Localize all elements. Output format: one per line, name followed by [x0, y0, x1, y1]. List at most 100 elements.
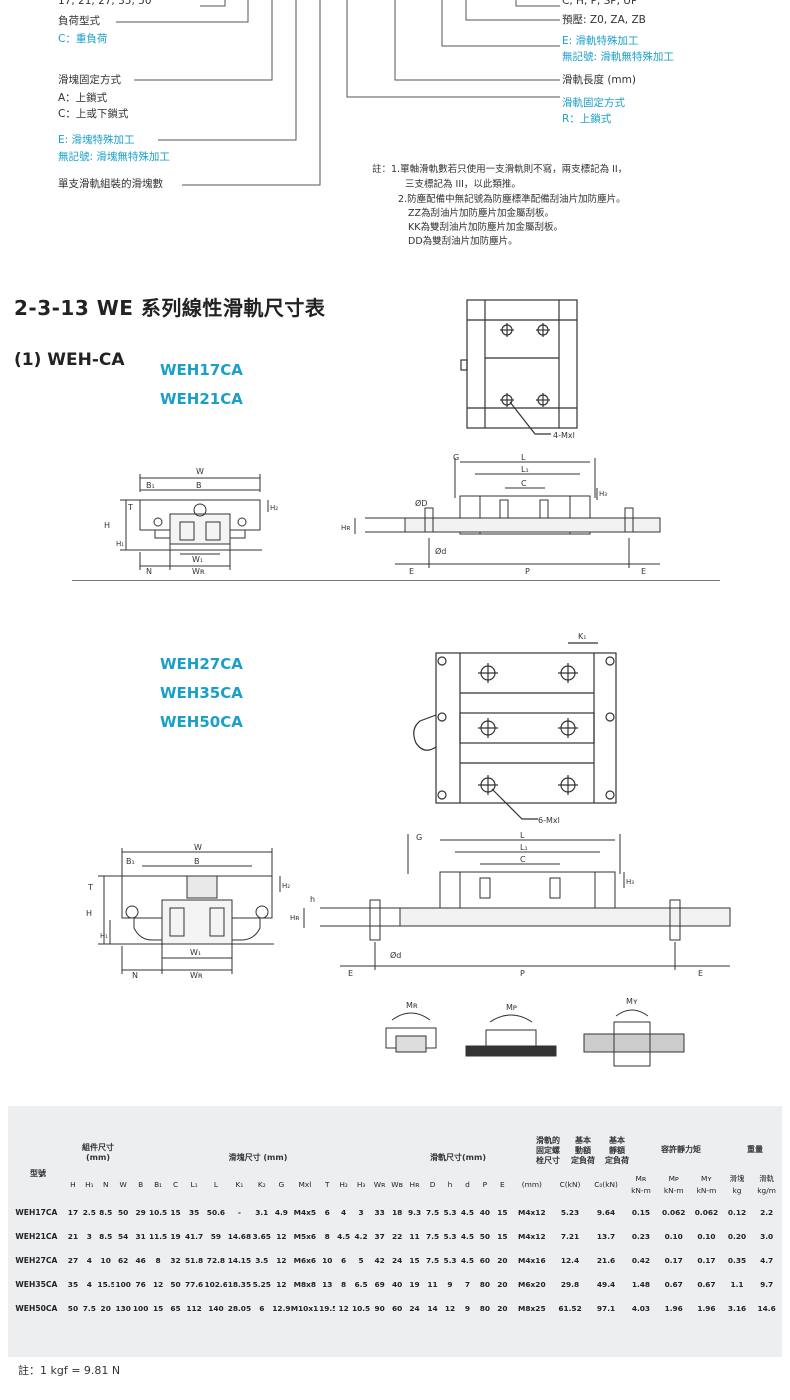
- table-cell: 21: [67, 1231, 79, 1241]
- note-line-5: KK為雙刮油片加防塵片加金屬刮板。: [408, 222, 563, 233]
- table-cell: 130: [115, 1303, 131, 1313]
- table-cell: 2.2: [760, 1207, 774, 1217]
- table-cell: 80: [479, 1303, 491, 1313]
- table-header-cell: d: [465, 1180, 470, 1189]
- table-cell: 140: [208, 1303, 224, 1313]
- label-d: Ød: [435, 546, 446, 556]
- table-cell: 1.96: [664, 1303, 683, 1313]
- legend-rail-length: 滑軌長度 (mm): [562, 74, 636, 86]
- table-cell: M6x20: [518, 1279, 546, 1289]
- model-weh27ca: WEH27CA: [160, 655, 243, 673]
- table-cell: 112: [186, 1303, 202, 1313]
- table-cell: 7.5: [82, 1303, 96, 1313]
- table-cell: 15: [409, 1255, 420, 1265]
- table-cell: 40: [391, 1279, 403, 1289]
- label-k1: K₁: [578, 632, 586, 641]
- label-n: N: [146, 567, 152, 576]
- table-cell: 35: [67, 1279, 79, 1289]
- drawing-a-top-view: 4-Mxl: [460, 299, 578, 440]
- table-header-cell: Wʙ: [391, 1180, 403, 1189]
- table-cell: 4.5: [460, 1207, 474, 1217]
- table-cell: 3.65: [252, 1231, 271, 1241]
- table-cell: M6x6: [293, 1255, 317, 1265]
- note-line-2: 三支標記為 III，以此類推。: [405, 179, 521, 190]
- group-dynamic: 基本 動額 定負荷: [571, 1136, 595, 1165]
- group-weight: 重量: [747, 1145, 763, 1154]
- table-header-cell: N: [102, 1180, 109, 1189]
- model-weh35ca: WEH35CA: [160, 684, 243, 702]
- table-cell: M4x12: [518, 1207, 546, 1217]
- table-cell: 62: [118, 1255, 129, 1265]
- note-line-1: 註：1.單軸滑軌數若只使用一支滑軌則不寫，兩支標記為 II，: [372, 164, 628, 175]
- table-cell: 9.7: [760, 1279, 774, 1289]
- table-cell: 3: [86, 1231, 92, 1241]
- table-cell: 0.20: [727, 1231, 747, 1241]
- table-cell: 12: [276, 1255, 287, 1265]
- table-cell: 33: [374, 1207, 385, 1217]
- table-cell: 46: [135, 1255, 146, 1265]
- legend-block-a: A：上鎖式: [58, 92, 108, 104]
- table-cell: 11.5: [148, 1231, 168, 1241]
- table-cell: 77.6: [184, 1279, 204, 1289]
- legend-precision: C, H, P, SP, UP: [562, 0, 638, 7]
- table-cell: 7.5: [426, 1231, 440, 1241]
- group-rail: 滑軌尺寸(mm): [430, 1153, 486, 1162]
- table-cell: 31: [135, 1231, 146, 1241]
- table-cell: 10: [322, 1255, 333, 1265]
- table-cell: 15: [170, 1207, 181, 1217]
- table-cell: 5.3: [443, 1231, 457, 1241]
- table-cell: 37: [374, 1231, 385, 1241]
- table-cell: 15.5: [97, 1279, 114, 1289]
- table-cell: 6: [324, 1207, 330, 1217]
- table-header-cell: (mm): [521, 1180, 542, 1189]
- table-cell: 21.6: [596, 1255, 616, 1265]
- label-l1: L₁: [521, 465, 529, 474]
- table-cell: 28.05: [227, 1303, 252, 1313]
- model-weh17ca: WEH17CA: [160, 361, 243, 379]
- legend-block-mount: 滑塊固定方式: [58, 74, 121, 86]
- table-cell: 14.15: [227, 1255, 252, 1265]
- table-cell: 0.062: [662, 1207, 686, 1217]
- table-cell: 27: [67, 1255, 79, 1265]
- table-cell: 11: [427, 1279, 438, 1289]
- table-header-cell: C: [172, 1180, 179, 1189]
- legend-rail-none: 無記號: 滑軌無特殊加工: [562, 51, 674, 63]
- divider: [72, 580, 720, 581]
- table-cell: 19: [409, 1279, 420, 1289]
- table-header-cell: h: [447, 1180, 453, 1189]
- table-cell: M5x6: [293, 1231, 317, 1241]
- table-cell: 1.48: [631, 1279, 651, 1289]
- table-cell: 0.12: [727, 1207, 747, 1217]
- table-cell: 54: [118, 1231, 129, 1241]
- table-cell: 14: [427, 1303, 438, 1313]
- table-header-cell: K₁: [235, 1180, 244, 1189]
- table-cell: 0.17: [697, 1255, 716, 1265]
- table-cell: 0.17: [664, 1255, 683, 1265]
- legend-block-count: 單支滑軌組裝的滑塊數: [58, 178, 163, 190]
- table-cell: 29: [135, 1207, 146, 1217]
- drawing-b-top-view: K₁ 6-Mxl: [413, 632, 617, 825]
- table-cell: 20: [497, 1279, 508, 1289]
- table-cell: 5: [358, 1255, 364, 1265]
- table-cell: 8.5: [99, 1207, 113, 1217]
- table-cell: 8.5: [99, 1231, 113, 1241]
- label-mr: Mʀ: [406, 1001, 418, 1010]
- table-header-cell: Hʀ: [409, 1180, 420, 1189]
- label-b1: B₁: [146, 481, 155, 490]
- table-header-cell: H₁: [85, 1180, 94, 1189]
- table-header-cell: C₀(kN): [594, 1180, 618, 1189]
- table-header-cell: C(kN): [559, 1180, 581, 1189]
- legend-rail-mount: 滑軌固定方式: [562, 97, 625, 109]
- table-header-cell: Mʀ kN-m: [631, 1174, 651, 1195]
- table-cell: 9.64: [596, 1207, 616, 1217]
- label-c-b: C: [520, 855, 526, 864]
- table-cell: 5.25: [252, 1279, 271, 1289]
- table-cell: 42: [374, 1255, 385, 1265]
- table-cell: 10.5: [351, 1303, 371, 1313]
- table-cell: 50: [118, 1207, 129, 1217]
- legend-load-type: 負荷型式: [58, 15, 100, 27]
- table-header-cell: T: [324, 1180, 330, 1189]
- table-cell: 18: [391, 1207, 403, 1217]
- table-cell: 29.8: [560, 1279, 580, 1289]
